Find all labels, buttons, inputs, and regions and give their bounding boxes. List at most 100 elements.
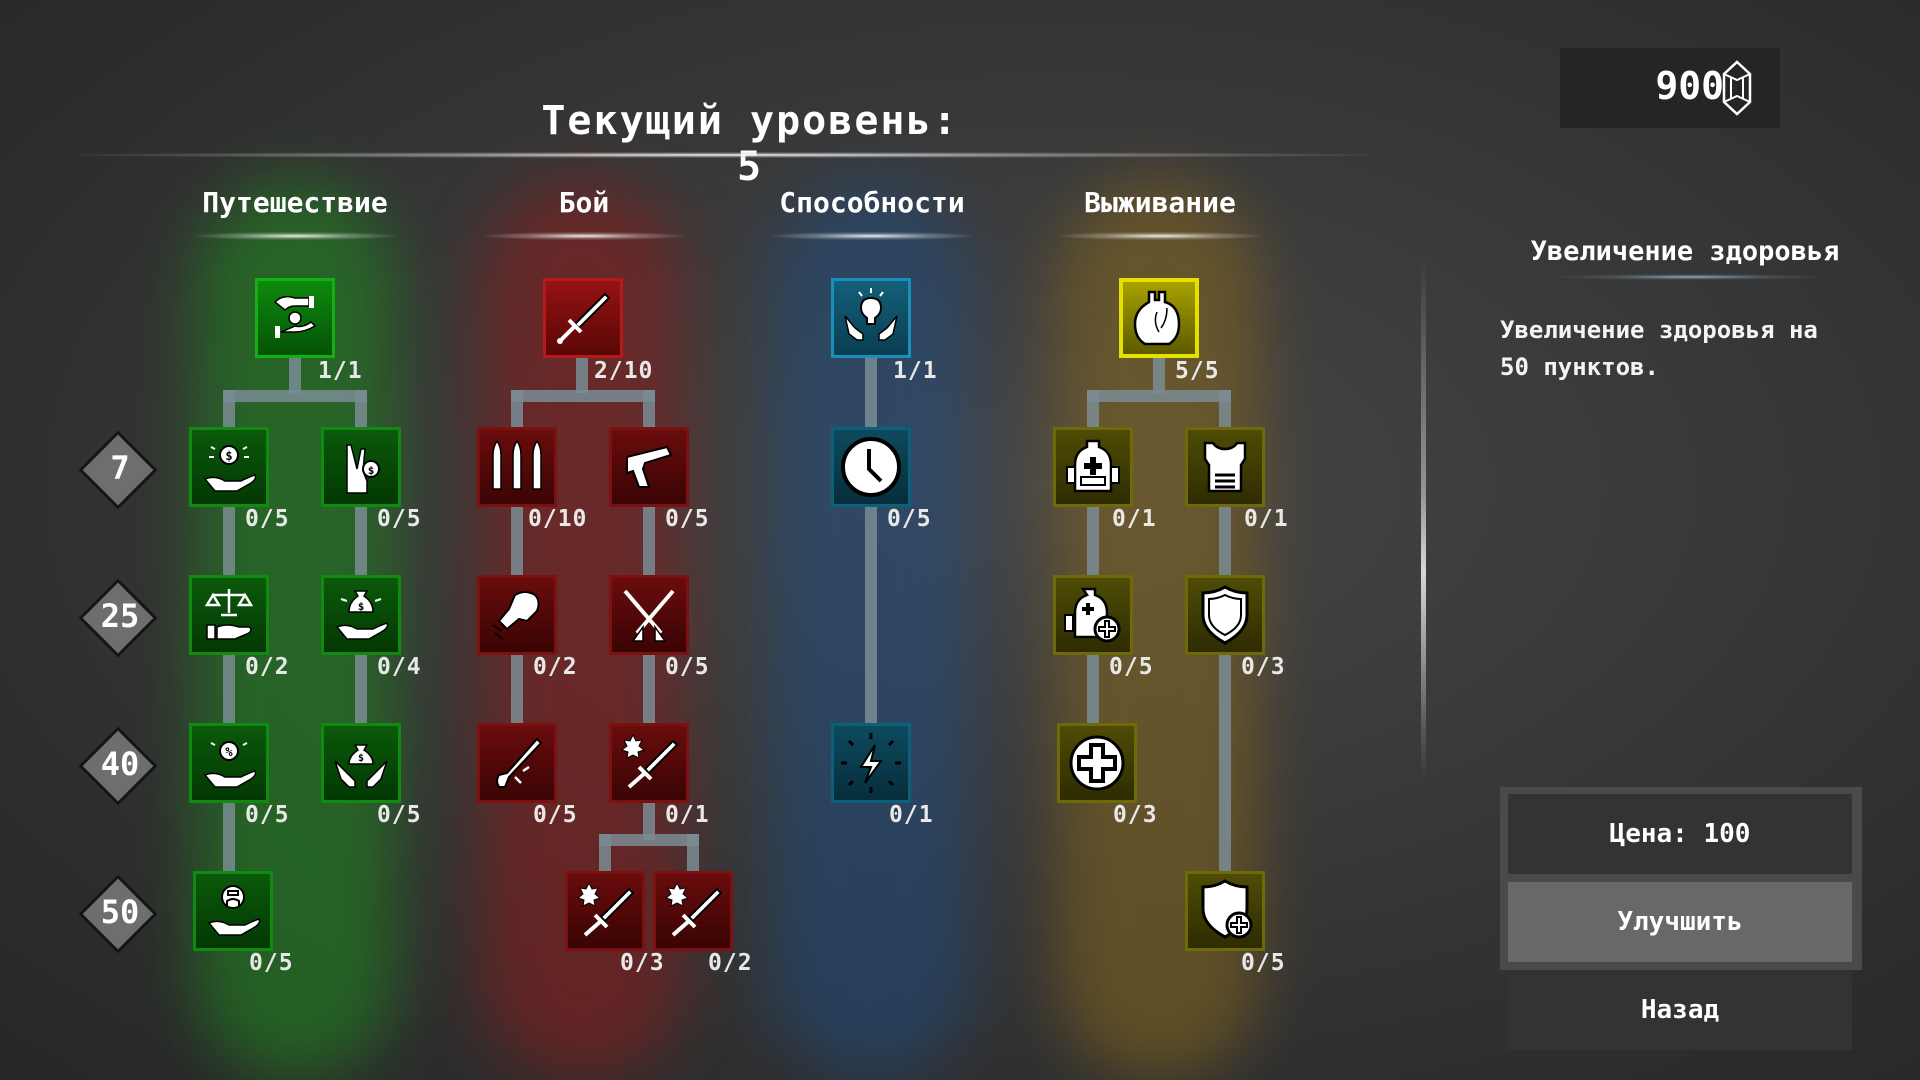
skill-count: 0/1 — [1244, 506, 1289, 532]
medkit-backpack-plus-icon — [1064, 587, 1121, 643]
svg-text:$: $ — [225, 449, 232, 463]
sword-icon — [557, 292, 611, 344]
back-button[interactable]: Назад — [1508, 970, 1852, 1050]
tab-survival[interactable]: Выживание — [1084, 186, 1236, 219]
skill-count: 0/2 — [533, 654, 578, 680]
tree-connector — [687, 834, 699, 874]
skill-node-travel-scales[interactable] — [189, 575, 269, 655]
hand-money-bag-icon: $ — [335, 590, 389, 640]
travel-header-line — [195, 232, 395, 240]
tab-combat[interactable]: Бой — [558, 186, 610, 219]
skill-count: 0/5 — [533, 802, 578, 828]
tree-connector — [599, 834, 611, 874]
level-marker-label: 25 — [100, 597, 140, 635]
skill-node-combat-critical-2[interactable] — [565, 871, 645, 951]
medkit-backpack-icon — [1066, 439, 1120, 493]
skill-count: 0/5 — [665, 506, 710, 532]
skill-node-survival-armor[interactable] — [1185, 427, 1265, 507]
skill-node-combat-sword[interactable] — [543, 278, 623, 358]
health-plus-icon — [1069, 735, 1125, 791]
crystal-icon — [1722, 60, 1752, 116]
skill-node-combat-critical[interactable] — [609, 723, 689, 803]
skill-count: 0/1 — [665, 802, 710, 828]
bullets-icon — [492, 439, 542, 490]
sword-critical-icon — [576, 881, 635, 937]
skill-node-survival-medkit[interactable] — [1053, 427, 1133, 507]
skill-count: 0/1 — [1112, 506, 1157, 532]
skill-node-combat-rifles[interactable] — [609, 575, 689, 655]
skill-count: 0/10 — [528, 506, 588, 532]
pistol-icon — [626, 445, 673, 488]
abilities-header-line — [772, 232, 972, 240]
skill-detail-underline — [1560, 274, 1820, 280]
tree-connector — [1087, 390, 1231, 402]
lightning-icon — [841, 733, 901, 793]
skill-node-combat-ammo[interactable] — [477, 427, 557, 507]
tree-connector — [289, 358, 301, 393]
skill-node-survival-shield-plus[interactable] — [1185, 871, 1265, 951]
armor-vest-icon — [1203, 441, 1247, 493]
skill-count: 0/3 — [1241, 654, 1286, 680]
combat-header-line — [484, 232, 684, 240]
skill-node-combat-pistol[interactable] — [609, 427, 689, 507]
fist-icon — [492, 591, 540, 640]
heart-icon — [1133, 290, 1181, 346]
skill-node-travel-discount[interactable]: % — [189, 723, 269, 803]
price-label: Цена: 100 — [1508, 794, 1852, 874]
skill-node-survival-heal[interactable] — [1057, 723, 1137, 803]
skill-detail-description: Увеличение здоровья на 50 пунктов. — [1500, 316, 1818, 381]
skill-count: 0/5 — [1241, 950, 1286, 976]
tree-connector — [223, 390, 367, 402]
skill-count: 0/2 — [245, 654, 290, 680]
hand-holding-coin-icon: $ — [346, 444, 380, 494]
level-marker-label: 7 — [110, 449, 130, 487]
skill-node-survival-medkit-plus[interactable] — [1053, 575, 1133, 655]
skill-detail-title: Увеличение здоровья — [1530, 236, 1840, 267]
currency-amount: 900 — [1655, 64, 1724, 108]
level-marker-label: 40 — [100, 745, 140, 783]
shield-plus-icon — [1201, 879, 1253, 939]
skill-node-abilities-time[interactable] — [831, 427, 911, 507]
skill-count: 0/5 — [377, 802, 422, 828]
tree-connector — [599, 834, 699, 846]
level-marker-label: 50 — [100, 893, 140, 931]
hand-percent-icon: % — [203, 741, 257, 788]
skill-count: 0/5 — [1109, 654, 1154, 680]
clock-icon — [841, 437, 901, 497]
tab-abilities[interactable]: Способности — [779, 186, 965, 219]
shotgun-icon — [496, 737, 543, 788]
skill-node-travel-hand-coin[interactable]: $ — [321, 427, 401, 507]
skill-node-survival-shield[interactable] — [1185, 575, 1265, 655]
tree-connector — [511, 390, 655, 402]
skill-count: 0/4 — [377, 654, 422, 680]
shield-icon — [1201, 585, 1249, 645]
skill-count: 0/5 — [377, 506, 422, 532]
skill-node-combat-fist[interactable] — [477, 575, 557, 655]
skill-count: 0/3 — [620, 950, 665, 976]
tree-connector — [1153, 358, 1165, 393]
skill-node-travel-merchant[interactable] — [193, 871, 273, 951]
skill-count: 0/1 — [889, 802, 934, 828]
scales-hand-icon — [204, 589, 254, 640]
hands-money-bag-icon: $ — [334, 744, 388, 788]
skill-node-travel-hands-bag[interactable]: $ — [321, 723, 401, 803]
panel-divider — [1421, 260, 1426, 780]
skill-node-survival-health[interactable] — [1119, 278, 1199, 358]
svg-text:%: % — [225, 745, 233, 759]
skill-count: 1/1 — [318, 358, 363, 384]
hands-exchange-coin-icon — [273, 295, 317, 338]
skill-node-travel-coin[interactable]: $ — [189, 427, 269, 507]
tab-travel[interactable]: Путешествие — [202, 186, 388, 219]
skill-count: 1/1 — [893, 358, 938, 384]
skill-node-abilities-energy[interactable] — [831, 723, 911, 803]
skill-node-travel-money-bag[interactable]: $ — [321, 575, 401, 655]
skill-node-travel-trade[interactable] — [255, 278, 335, 358]
skill-node-combat-critical-3[interactable] — [653, 871, 733, 951]
title-divider — [80, 152, 1370, 158]
hands-lightbulb-icon — [844, 288, 898, 341]
skill-node-abilities-idea[interactable] — [831, 278, 911, 358]
tree-connector — [865, 358, 877, 728]
upgrade-button[interactable]: Улучшить — [1508, 882, 1852, 962]
hand-coin-shine-icon: $ — [203, 445, 257, 492]
skill-node-combat-shotgun[interactable] — [477, 723, 557, 803]
